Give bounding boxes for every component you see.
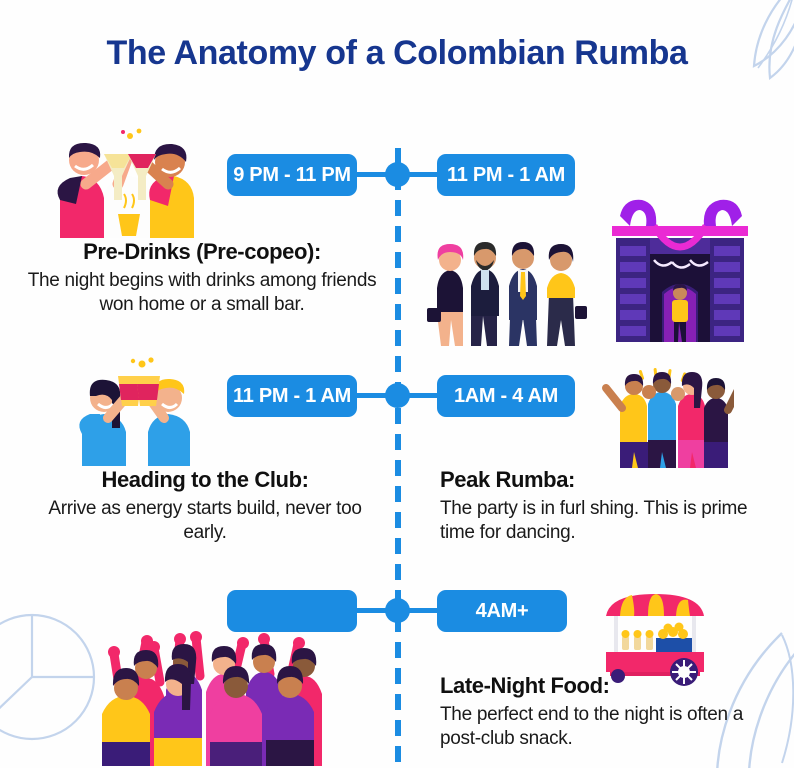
dancing-crowd-icon xyxy=(102,631,322,766)
step-late-night-food-text: Late-Night Food: The perfect end to the … xyxy=(440,672,760,752)
timeline-node-2 xyxy=(385,383,410,408)
timeline-node-1 xyxy=(385,162,410,187)
time-badge-11pm-1am-right[interactable]: 11 PM - 1 AM xyxy=(437,154,575,196)
step-late-night-food-body: The perfect end to the night is often a … xyxy=(440,703,744,750)
nightclub-entrance-icon xyxy=(612,199,748,342)
street-food-cart-icon xyxy=(606,594,704,686)
step-heading-to-club-text: Heading to the Club: Arrive as energy st… xyxy=(40,466,370,546)
step-pre-drinks-text: Pre-Drinks (Pre-copeo): The night begins… xyxy=(24,238,380,318)
friends-toasting-wine-icon xyxy=(57,128,194,238)
step-heading-to-club-heading: Heading to the Club: xyxy=(101,467,309,492)
timeline-dashed-line xyxy=(395,148,401,768)
step-peak-rumba-heading: Peak Rumba: xyxy=(440,467,575,492)
time-badge-1am-4am[interactable]: 1AM - 4 AM xyxy=(437,375,575,417)
step-late-night-food-heading: Late-Night Food: xyxy=(440,673,610,698)
step-peak-rumba-body: The party is in furl shing. This is prim… xyxy=(440,497,748,544)
people-walking-to-club-icon xyxy=(427,242,587,346)
timeline-connector-3-right xyxy=(400,608,445,613)
time-badge-9pm-11pm[interactable]: 9 PM - 11 PM xyxy=(227,154,357,196)
timeline-connector-3-left xyxy=(350,608,395,613)
timeline-connector-2-right xyxy=(400,393,445,398)
page-title: The Anatomy of a Colombian Rumba xyxy=(106,34,688,72)
step-pre-drinks-heading: Pre-Drinks (Pre-copeo): xyxy=(83,239,321,264)
timeline-connector-2-left xyxy=(350,393,395,398)
time-badge-4am-plus[interactable]: 4AM+ xyxy=(437,590,567,632)
cheering-party-crowd-icon xyxy=(602,368,734,468)
timeline-connector-1-left xyxy=(350,172,395,177)
step-pre-drinks-body: The night begins with drinks among frien… xyxy=(27,269,377,316)
time-badge-11pm-1am-left[interactable]: 11 PM - 1 AM xyxy=(227,375,357,417)
step-peak-rumba-text: Peak Rumba: The party is in furl shing. … xyxy=(440,466,760,546)
couple-toasting-beer-icon xyxy=(79,357,190,466)
time-badge-empty[interactable] xyxy=(227,590,357,632)
timeline-connector-1-right xyxy=(400,172,445,177)
step-heading-to-club-body: Arrive as energy starts build, never too… xyxy=(48,497,362,544)
timeline-node-3 xyxy=(385,598,410,623)
